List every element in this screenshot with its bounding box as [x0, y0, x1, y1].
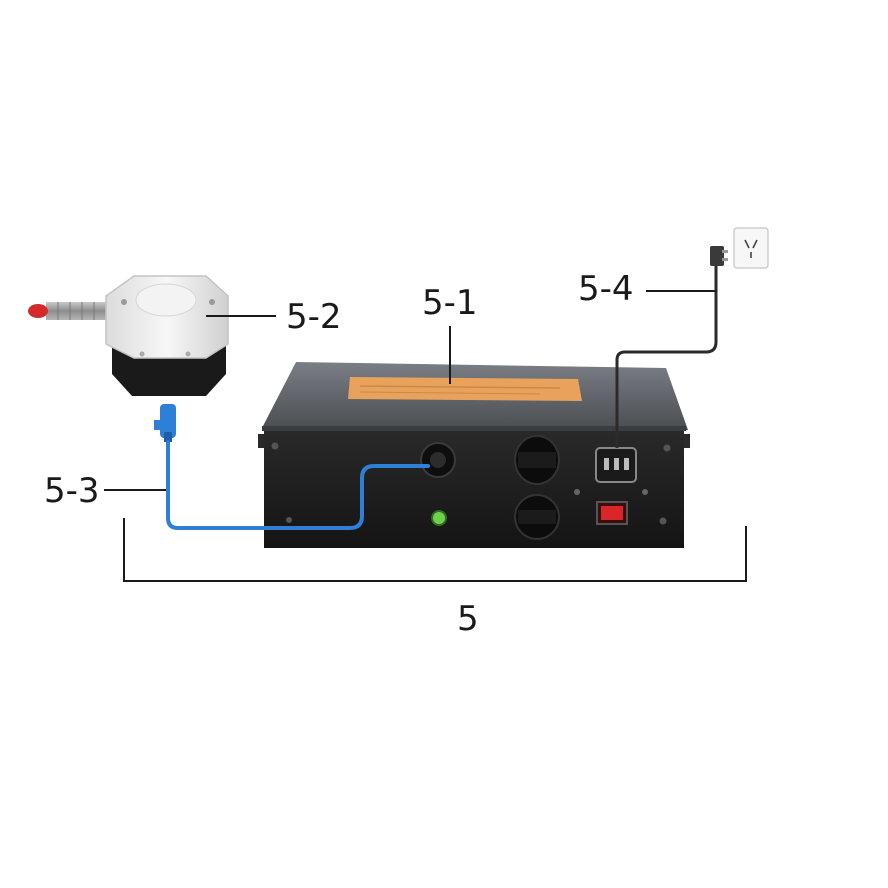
- rocker-switch: [596, 501, 628, 525]
- label-5: 5: [457, 599, 479, 639]
- label-5-3: 5-3: [44, 471, 100, 511]
- output-connector-top: [514, 435, 560, 485]
- power-inlet: [595, 447, 637, 483]
- assembly-bracket: [123, 518, 747, 582]
- signal-cable: [166, 440, 430, 530]
- controller-sticker: [348, 377, 582, 401]
- screw-icon: [271, 442, 279, 450]
- power-cord: [615, 266, 718, 448]
- screw-icon: [139, 351, 145, 357]
- label-5-2: 5-2: [286, 297, 342, 337]
- screw-icon: [574, 489, 580, 495]
- sensor-blue-connector: [154, 404, 176, 442]
- screw-icon: [663, 444, 671, 452]
- sensor-red-tip: [28, 304, 48, 318]
- screw-icon: [659, 517, 667, 525]
- screw-icon: [286, 517, 292, 523]
- screw-icon: [209, 299, 215, 305]
- power-led: [431, 510, 447, 526]
- screw-icon: [642, 489, 648, 495]
- screw-icon: [185, 351, 191, 357]
- label-5-4: 5-4: [578, 269, 634, 309]
- screw-icon: [121, 299, 127, 305]
- wall-outlet-icon: [733, 227, 769, 269]
- controller-box: [258, 362, 690, 548]
- power-plug-icon: [710, 246, 728, 266]
- output-connector-bottom: [514, 494, 560, 540]
- sensor-input-socket: [420, 442, 456, 478]
- pressure-sensor: [28, 275, 229, 442]
- label-5-1: 5-1: [422, 283, 478, 323]
- sensor-thread: [46, 302, 106, 320]
